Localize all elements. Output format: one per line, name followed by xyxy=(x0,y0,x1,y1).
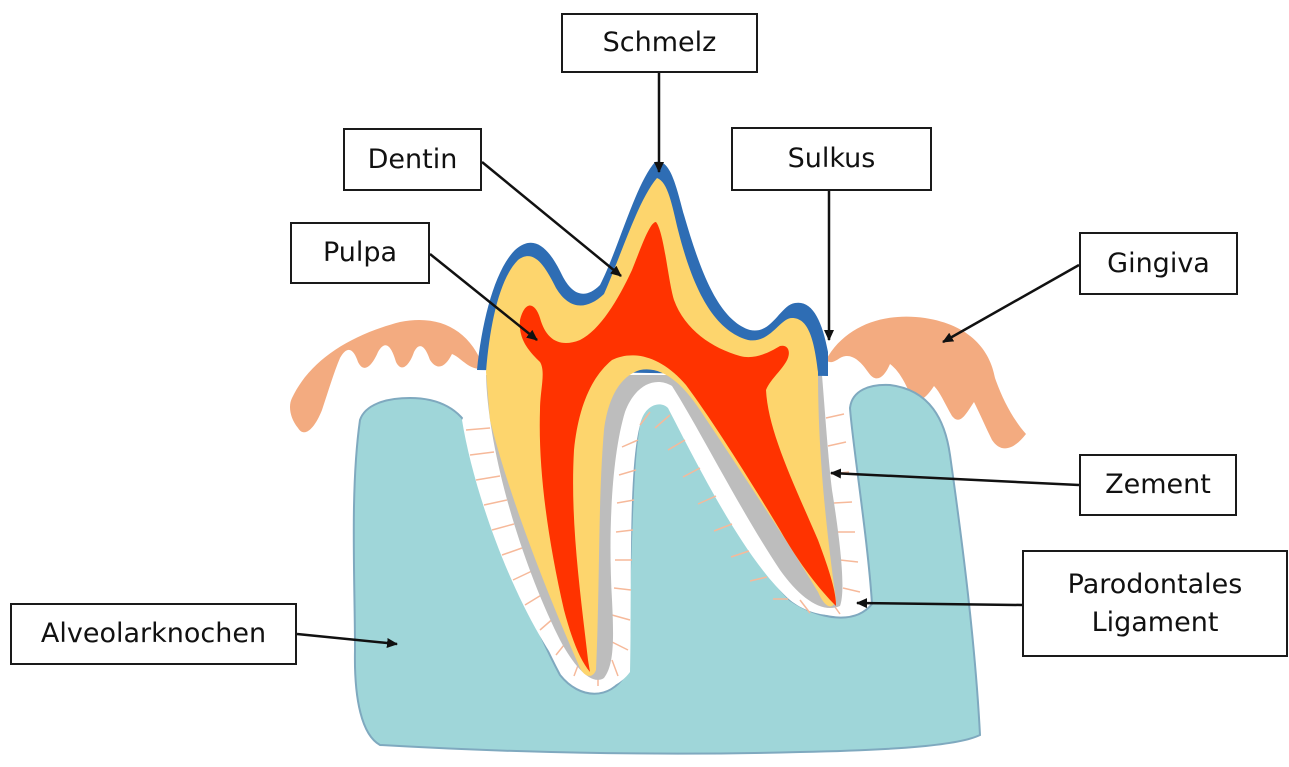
label-parodontales-line2: Ligament xyxy=(1092,604,1219,642)
label-schmelz: Schmelz xyxy=(561,13,758,73)
label-zement: Zement xyxy=(1079,454,1237,516)
label-sulkus-text: Sulkus xyxy=(788,140,876,178)
label-gingiva-text: Gingiva xyxy=(1107,245,1210,283)
gingiva-arrow xyxy=(943,265,1079,342)
label-dentin-text: Dentin xyxy=(368,141,458,179)
label-pulpa: Pulpa xyxy=(290,222,430,284)
label-alveolarknochen-text: Alveolarknochen xyxy=(41,615,266,653)
alveolar-bone xyxy=(354,385,980,754)
label-zement-text: Zement xyxy=(1105,466,1211,504)
label-schmelz-text: Schmelz xyxy=(603,24,717,62)
label-sulkus: Sulkus xyxy=(731,127,932,191)
label-alveolarknochen: Alveolarknochen xyxy=(10,603,297,665)
label-parodontales-line1: Parodontales xyxy=(1068,566,1243,604)
label-gingiva: Gingiva xyxy=(1079,232,1238,295)
label-pulpa-text: Pulpa xyxy=(323,234,397,272)
label-dentin: Dentin xyxy=(343,128,482,191)
label-parodontales-ligament: Parodontales Ligament xyxy=(1022,550,1288,657)
